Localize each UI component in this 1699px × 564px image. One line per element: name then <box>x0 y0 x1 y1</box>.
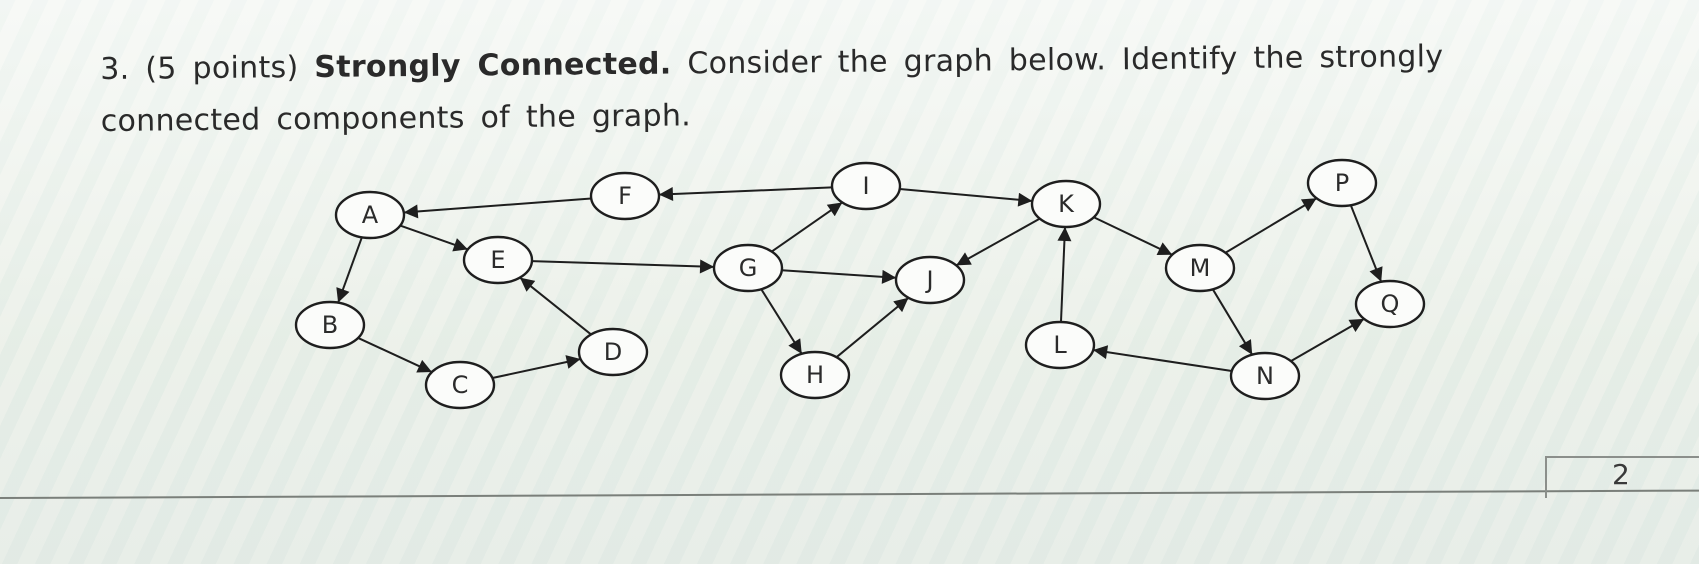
node-ellipse <box>1024 320 1096 370</box>
node-label: A <box>362 201 379 229</box>
node-b: B <box>294 300 366 350</box>
node-p: P <box>1306 158 1378 208</box>
edge-n-to-l <box>1093 345 1232 372</box>
node-m: M <box>1164 243 1236 293</box>
node-d: D <box>577 327 649 377</box>
edge-p-to-q <box>1349 204 1383 283</box>
node-l: L <box>1024 320 1096 370</box>
node-ellipse <box>1229 351 1301 401</box>
node-label: P <box>1335 169 1349 197</box>
node-ellipse <box>894 255 966 305</box>
node-ellipse <box>1164 243 1236 293</box>
node-label: G <box>739 254 758 282</box>
node-label: L <box>1053 331 1067 359</box>
node-ellipse <box>589 171 661 221</box>
node-ellipse <box>577 327 649 377</box>
edge-e-to-g <box>531 259 715 274</box>
edge-m-to-n <box>1211 288 1254 356</box>
edge-g-to-j <box>781 269 897 284</box>
edge-m-to-p <box>1224 197 1318 254</box>
node-ellipse <box>334 190 406 240</box>
node-g: G <box>712 243 784 293</box>
node-label: D <box>604 338 622 366</box>
node-q: Q <box>1354 279 1426 329</box>
edge-g-to-h <box>760 288 803 355</box>
node-n: N <box>1229 351 1301 401</box>
node-ellipse <box>830 161 902 211</box>
edge-d-to-e <box>519 276 592 336</box>
node-ellipse <box>462 235 534 285</box>
node-label: F <box>618 182 632 210</box>
node-ellipse <box>779 350 851 400</box>
node-f: F <box>589 171 661 221</box>
edge-l-to-k <box>1057 226 1072 323</box>
edge-c-to-d <box>492 355 581 379</box>
node-e: E <box>462 235 534 285</box>
edge-n-to-q <box>1290 318 1365 362</box>
node-label: C <box>452 371 469 399</box>
edge-b-to-c <box>357 337 433 373</box>
node-i: I <box>830 161 902 211</box>
edges <box>336 186 1383 379</box>
node-j: J <box>894 255 966 305</box>
node-ellipse <box>294 300 366 350</box>
node-label: K <box>1058 190 1075 218</box>
node-label: M <box>1190 254 1211 282</box>
edge-k-to-j <box>955 217 1041 267</box>
edge-g-to-i <box>771 201 843 253</box>
node-ellipse <box>1030 179 1102 229</box>
edge-i-to-k <box>899 188 1033 207</box>
node-label: I <box>862 172 869 200</box>
node-label: H <box>806 361 824 389</box>
node-label: J <box>924 266 933 294</box>
node-label: B <box>322 311 338 339</box>
node-h: H <box>779 350 851 400</box>
node-ellipse <box>424 360 496 410</box>
page-number: 2 <box>1612 458 1630 491</box>
edge-a-to-e <box>399 224 469 252</box>
node-ellipse <box>1306 158 1378 208</box>
edge-i-to-f <box>658 186 833 202</box>
node-ellipse <box>1354 279 1426 329</box>
nodes: A B C D E F G H I J K L M N P Q <box>294 158 1426 410</box>
node-label: N <box>1256 362 1274 390</box>
edge-a-to-b <box>336 236 363 304</box>
node-ellipse <box>712 243 784 293</box>
node-label: Q <box>1381 290 1400 318</box>
node-c: C <box>424 360 496 410</box>
page-number-box <box>1545 456 1699 498</box>
edge-h-to-j <box>835 297 910 358</box>
node-label: E <box>490 246 505 274</box>
edge-k-to-m <box>1093 216 1173 256</box>
edge-f-to-a <box>403 197 592 219</box>
node-k: K <box>1030 179 1102 229</box>
node-a: A <box>334 190 406 240</box>
